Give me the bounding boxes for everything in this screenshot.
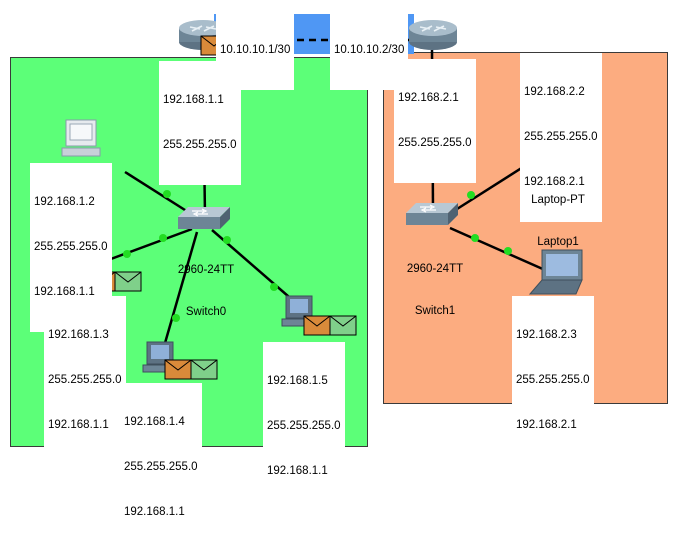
link-switch0-pc3 xyxy=(161,231,199,351)
switch-icon xyxy=(178,207,230,229)
laptop2-ip-label: 192.168.2.3 255.255.255.0 192.168.2.1 xyxy=(512,296,594,465)
pc-icon xyxy=(142,341,178,373)
link-switch0-pc1 xyxy=(124,170,197,219)
laptop1-ip-label: 192.168.2.2 255.255.255.0 192.168.2.1 xyxy=(520,53,602,222)
topology-canvas: 10.10.10.1/30 10.10.10.2/30 192.168.1.1 … xyxy=(10,14,668,518)
pc2-ip-label: 192.168.1.3 255.255.255.0 192.168.1.1 xyxy=(44,296,126,465)
envelope-pair-icon xyxy=(164,359,218,380)
switch1-label: 2960-24TT Switch1 xyxy=(406,263,464,317)
router-icon xyxy=(409,20,457,50)
pc-icon xyxy=(61,119,101,157)
link-switch0-pc2 xyxy=(99,227,193,265)
router0-lan-ip-label: 192.168.1.1 255.255.255.0 xyxy=(159,61,241,185)
pc3-ip-label: 192.168.1.4 255.255.255.0 192.168.1.1 xyxy=(120,383,202,552)
laptop1-device-label: Laptop-PT Laptop1 xyxy=(531,194,585,248)
wan-right-ip: 10.10.10.2/30 xyxy=(334,44,405,56)
laptop-icon xyxy=(528,249,583,295)
switch-icon xyxy=(406,203,458,225)
switch0-label: 2960-24TT Switch0 xyxy=(177,264,235,318)
link-switch1-laptop2 xyxy=(449,226,546,272)
pc4-ip-label: 192.168.1.5 255.255.255.0 192.168.1.1 xyxy=(263,342,345,511)
pc-icon xyxy=(281,295,317,327)
router1-lan-ip-label: 192.168.2.1 255.255.255.0 xyxy=(394,59,476,183)
envelope-pair-icon xyxy=(303,315,357,336)
wan-left-ip: 10.10.10.1/30 xyxy=(220,44,291,56)
